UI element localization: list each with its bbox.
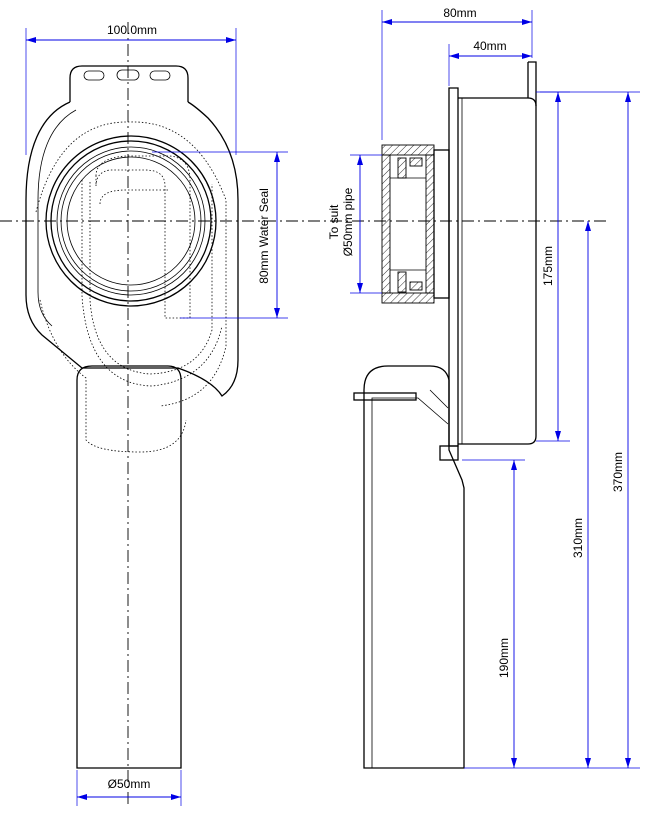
dim-label-310: 310mm: [571, 518, 585, 558]
pipe-note-line1: To suit: [327, 204, 341, 239]
mounting-slot-right: [149, 70, 171, 81]
side-view: [353, 61, 537, 769]
flange: [528, 61, 537, 106]
front-view: [25, 65, 239, 769]
dim-label-diameter: Ø50mm: [108, 777, 151, 791]
wall-plate: [448, 87, 459, 447]
dim-label-depth-40: 40mm: [473, 39, 506, 53]
dim-label-depth-80: 80mm: [443, 6, 476, 20]
inlet-ring-inner: [66, 156, 196, 286]
mounting-tab: [69, 65, 189, 102]
dim-label-370: 370mm: [611, 452, 625, 492]
dim-label-190: 190mm: [497, 638, 511, 678]
dim-label-water-seal: 80mm Water Seal: [257, 188, 271, 284]
mounting-slot-left: [83, 70, 105, 81]
dim-label-175: 175mm: [541, 246, 555, 286]
dim-label-width: 100.0mm: [107, 23, 157, 37]
trap-body-outline: [25, 101, 239, 397]
inlet-coupling-section: [381, 144, 450, 304]
hidden-internals: [35, 121, 227, 453]
side-outlet: [363, 365, 465, 769]
outlet-tab: [353, 392, 417, 401]
trap-body-inner: [37, 109, 77, 327]
outlet-pipe: [76, 365, 182, 769]
dimension-lines: [25, 10, 640, 806]
housing: [458, 97, 537, 445]
pipe-note-line2: Ø50mm pipe: [341, 187, 355, 256]
